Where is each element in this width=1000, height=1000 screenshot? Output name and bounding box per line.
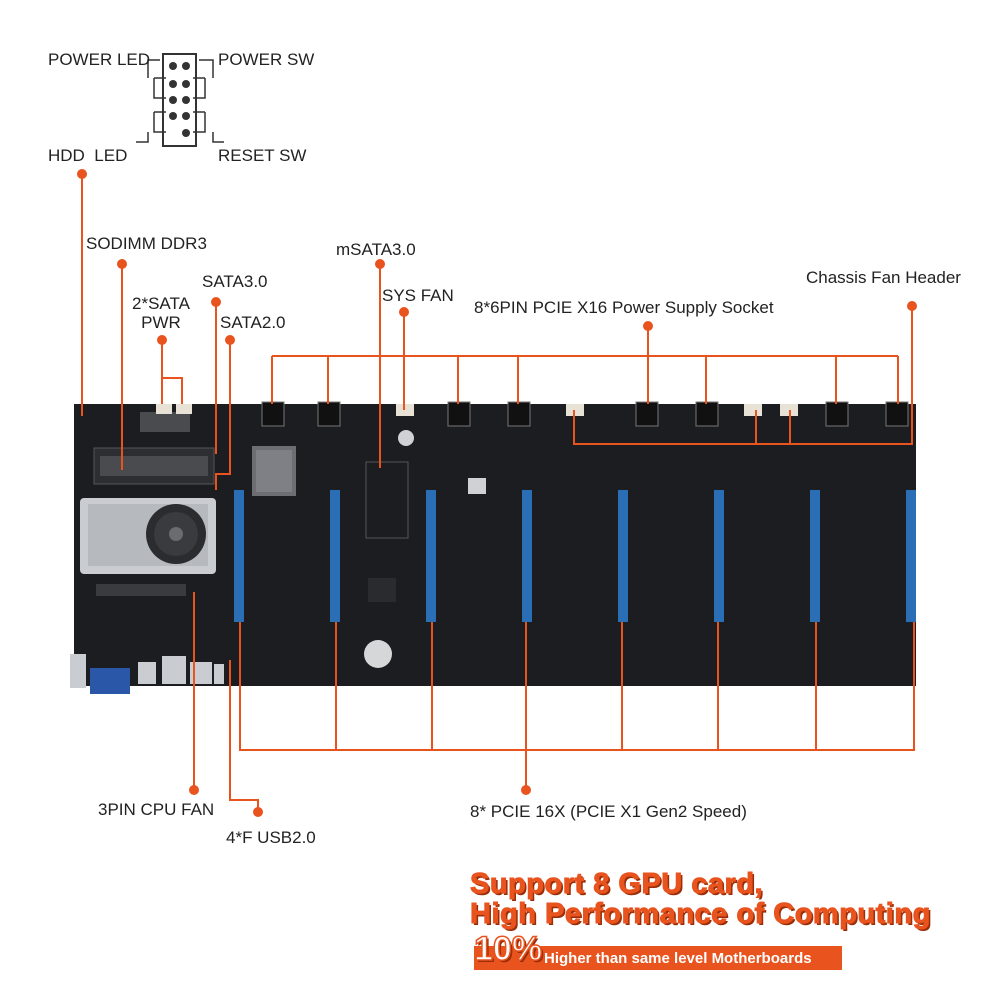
label-sata-pwr-line1: 2*SATA [132,294,190,313]
label-cpu-fan: 3PIN CPU FAN [98,800,215,819]
label-msata: mSATA3.0 [336,240,416,259]
label-sys-fan: SYS FAN [382,286,454,305]
promo-bar [474,946,842,970]
label-sata3: SATA3.0 [202,272,268,291]
label-sata-pwr-line2: PWR [141,313,181,332]
front-panel-header [136,53,224,147]
callout-lines [81,174,915,812]
label-usb: 4*F USB2.0 [226,828,316,847]
promo-line1: Support 8 GPU card, [469,868,764,901]
callout-dots [77,169,917,817]
pcie-slots [234,490,916,622]
label-power-led: POWER LED [48,50,151,69]
promo-tagline: Higher than same level Motherboards [544,950,812,967]
fan-headers [156,404,798,416]
label-hdd-led: HDD LED [48,146,128,165]
label-chassis-fan: Chassis Fan Header [806,268,961,287]
promo-percent: 10% [473,929,543,969]
promo-line2: High Performance of Computing [470,898,931,931]
label-pcie-power: 8*6PIN PCIE X16 Power Supply Socket [474,298,774,317]
label-sata2: SATA2.0 [220,313,286,332]
pcie-power-sockets [261,401,909,427]
label-power-sw: POWER SW [218,50,315,69]
label-pcie-slots: 8* PCIE 16X (PCIE X1 Gen2 Speed) [470,802,747,821]
motherboard [70,404,916,694]
label-reset-sw: RESET SW [218,146,307,165]
label-sodimm: SODIMM DDR3 [86,234,207,253]
